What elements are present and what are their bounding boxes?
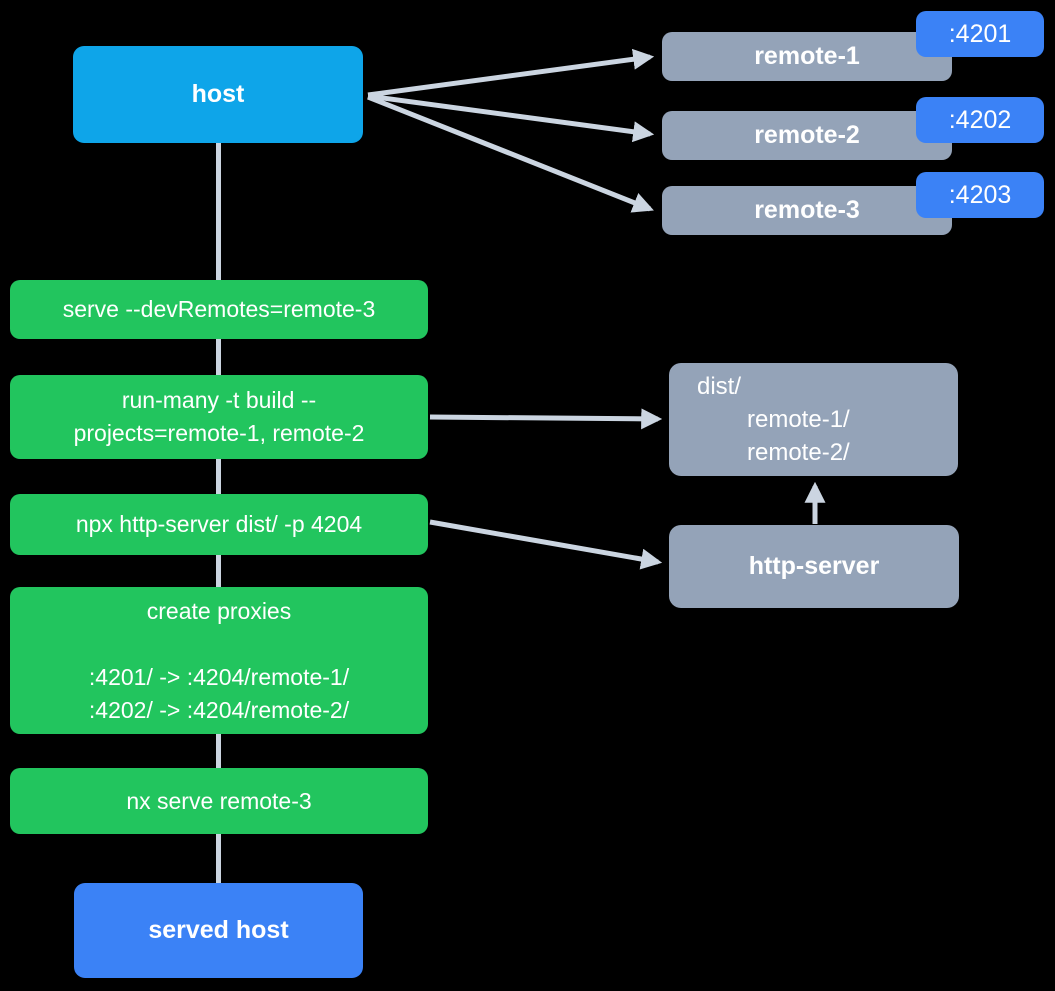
step-line: npx http-server dist/ -p 4204 [75,511,363,537]
step-line: nx serve remote-3 [126,787,312,814]
remote-2-node: remote-2 [662,111,952,160]
step-create-proxies: create proxies :4201/ -> :4204/remote-1/… [10,587,428,734]
dist-remote-2-label: remote-2/ [747,439,850,466]
step-line: :4202/ -> :4204/remote-2/ [88,696,350,723]
host-to-remote-2-arrow [367,93,655,143]
step-line: run-many -t build -- [121,387,317,413]
port-badge-4202: :4202 [916,97,1044,143]
step-line: create proxies [146,597,292,624]
host-label: host [191,80,245,108]
port-4202-label: :4202 [948,105,1012,134]
step-npx-http-server: npx http-server dist/ -p 4204 [10,494,428,555]
step-line: projects=remote-1, remote-2 [73,420,365,446]
http-server-label: http-server [748,552,880,580]
remote-3-node: remote-3 [662,186,952,235]
port-badge-4201: :4201 [916,11,1044,57]
served-host-label: served host [148,916,289,944]
remote-1-node: remote-1 [662,32,952,81]
step-run-many-build: run-many -t build -- projects=remote-1, … [10,375,428,459]
host-to-remote-1-arrow [367,48,655,98]
step-line: :4201/ -> :4204/remote-1/ [88,663,350,690]
build-to-dist-arrow [429,408,663,430]
dist-folder-node: dist/ remote-1/ remote-2/ [669,363,958,476]
remote-2-label: remote-2 [754,121,860,149]
dist-root-label: dist/ [697,373,742,400]
step-nx-serve-remote-3: nx serve remote-3 [10,768,428,834]
served-host-node: served host [74,883,363,978]
step-line: serve --devRemotes=remote-3 [62,296,376,322]
remote-3-label: remote-3 [754,196,860,224]
dist-remote-1-label: remote-1/ [747,406,850,433]
remote-1-label: remote-1 [754,42,860,70]
host-to-remote-3-arrow [367,94,654,213]
host-node: host [73,46,363,143]
port-4203-label: :4203 [948,180,1012,209]
http-server-node: http-server [669,525,959,608]
port-4201-label: :4201 [948,19,1012,48]
port-badge-4203: :4203 [916,172,1044,218]
step-serve-dev-remotes: serve --devRemotes=remote-3 [10,280,428,339]
npx-to-http-server-arrow [429,519,663,570]
